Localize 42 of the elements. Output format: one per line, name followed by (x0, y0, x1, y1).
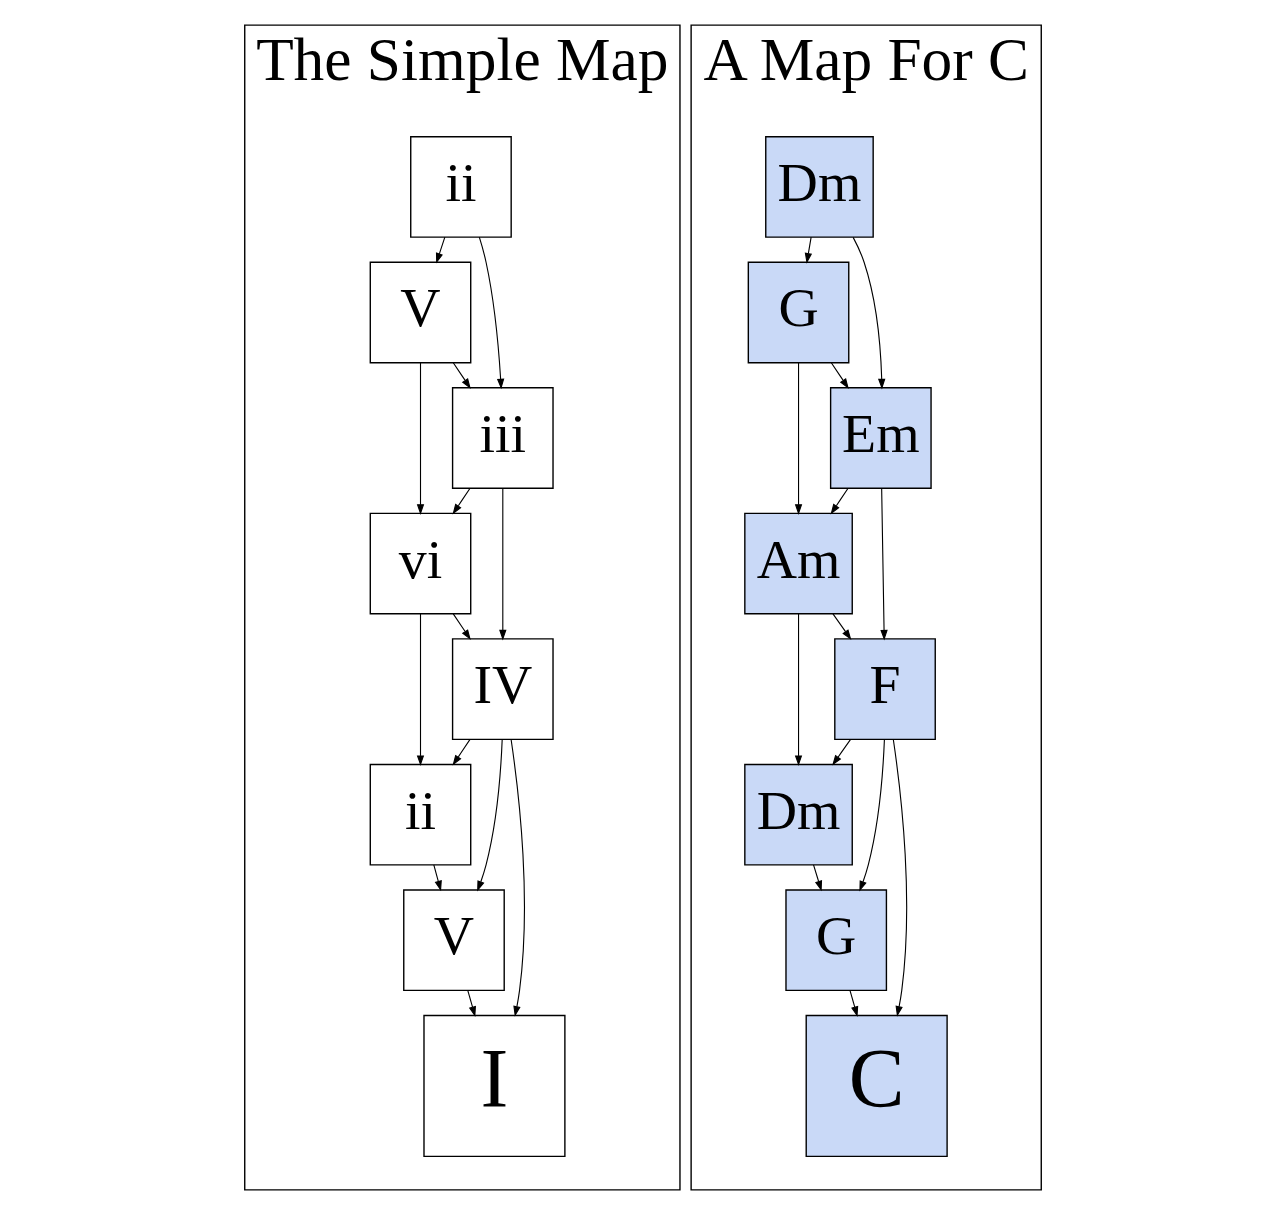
arrow (478, 236, 504, 390)
node-box: G (747, 261, 849, 364)
node-box: V (402, 889, 505, 992)
arrow (892, 738, 907, 1017)
arrow (794, 613, 802, 766)
node-box: iii (451, 387, 554, 489)
arrow (794, 362, 802, 515)
node-box: ii (369, 763, 471, 866)
arrow (849, 990, 858, 1017)
arrow (830, 362, 849, 389)
arrow (466, 990, 476, 1017)
arrow (416, 362, 424, 515)
node-box: Dm (764, 136, 874, 238)
arrow (435, 236, 445, 264)
arrow (812, 864, 822, 892)
arrow (432, 864, 442, 892)
arrow (858, 739, 885, 892)
arrow (830, 487, 849, 515)
arrow (804, 236, 812, 264)
arrow (852, 236, 885, 390)
arrow (510, 738, 525, 1017)
node-box: C (805, 1014, 948, 1158)
node-box: G (784, 889, 887, 992)
arrow (879, 487, 888, 641)
arrow (452, 487, 471, 515)
node-box: ii (409, 136, 512, 238)
arrow (476, 739, 503, 892)
arrow (452, 738, 471, 766)
node-box: F (833, 638, 936, 740)
arrow (831, 613, 851, 640)
node-box: vi (369, 512, 471, 615)
node-box: Dm (743, 763, 853, 866)
node-box: Am (743, 512, 853, 615)
node-box: IV (451, 638, 554, 740)
node-box: V (369, 261, 471, 364)
arrow (498, 487, 507, 641)
node-box: Em (829, 387, 932, 489)
arrow (831, 738, 851, 766)
arrow (452, 613, 471, 640)
node-box: I (422, 1014, 566, 1158)
arrow (416, 613, 424, 766)
arrow (452, 362, 471, 389)
